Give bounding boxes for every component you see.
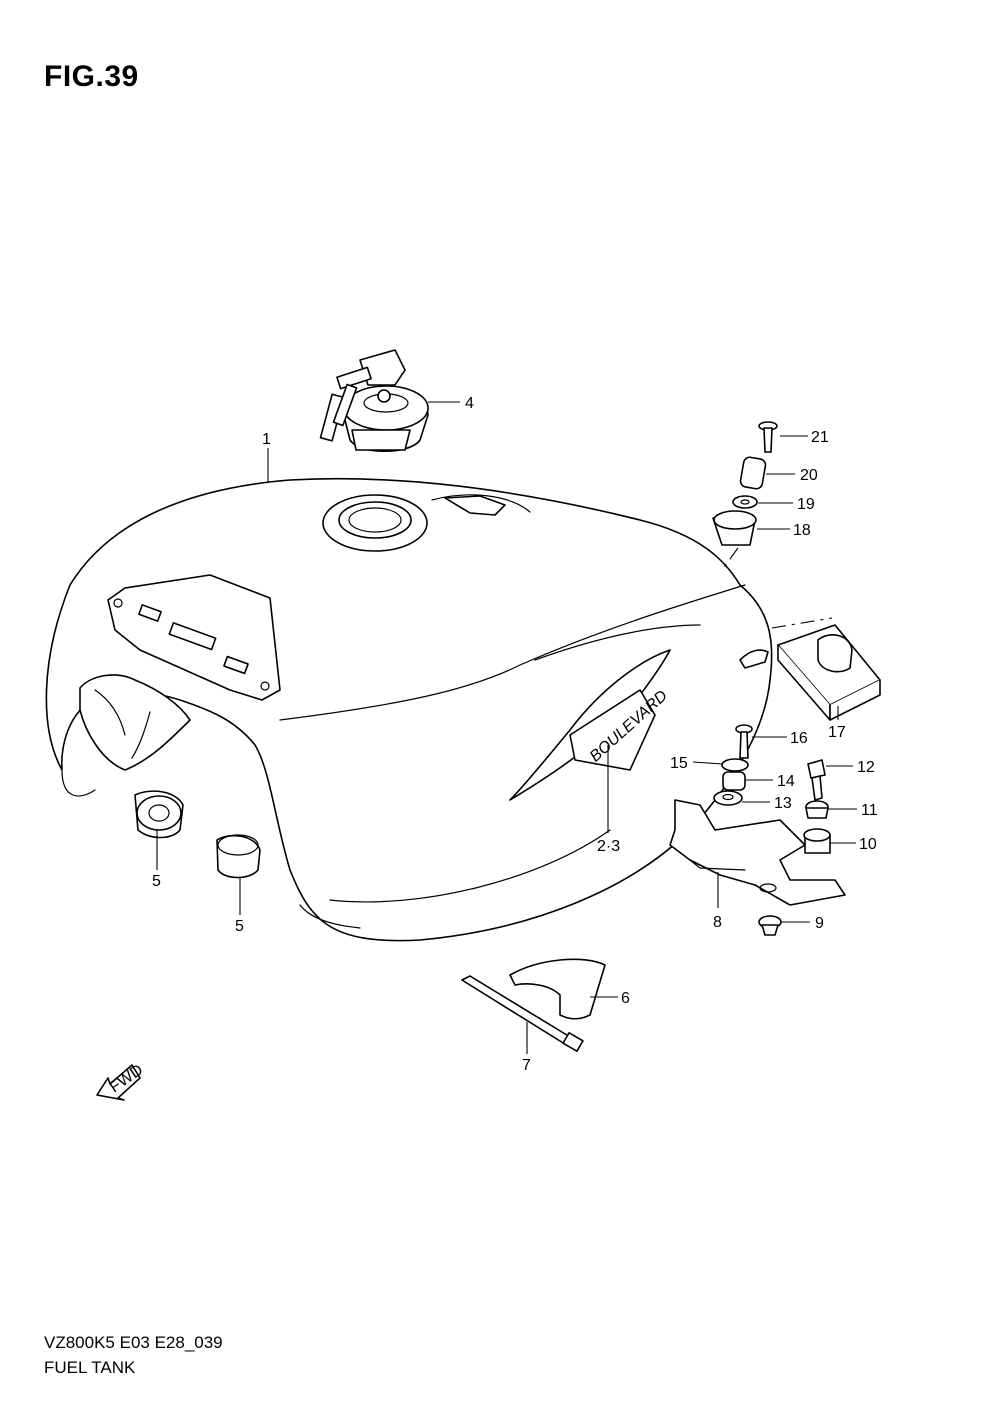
collar-14 xyxy=(722,771,746,791)
callout-7: 7 xyxy=(522,1057,531,1074)
callout-9: 9 xyxy=(815,915,824,932)
callout-6: 6 xyxy=(621,990,630,1007)
callout-12: 12 xyxy=(857,759,875,776)
callout-4: 4 xyxy=(465,395,474,412)
callout-14: 14 xyxy=(777,773,795,790)
callout-17: 17 xyxy=(828,724,846,741)
callout-5b: 5 xyxy=(235,918,244,935)
callout-15: 15 xyxy=(670,755,688,772)
callout-18: 18 xyxy=(793,522,811,539)
rubber-saddle xyxy=(509,958,606,1020)
callout-19: 19 xyxy=(797,496,815,513)
callout-5a: 5 xyxy=(152,873,161,890)
callout-11: 11 xyxy=(861,802,878,819)
callout-21: 21 xyxy=(811,429,829,446)
callout-1: 1 xyxy=(262,431,271,448)
cable-tie xyxy=(461,975,584,1052)
fwd-arrow-icon: FWD xyxy=(96,1061,146,1101)
fuel-tank: BOULEVARD xyxy=(45,477,773,942)
cushion-10 xyxy=(803,828,831,854)
tank-emblem: BOULEVARD xyxy=(509,649,671,801)
cushion-18 xyxy=(712,510,757,546)
leader-lines xyxy=(156,401,857,1054)
callout-8: 8 xyxy=(713,914,722,931)
callout-10: 10 xyxy=(859,836,877,853)
model-code: VZ800K5 E03 E28_039 xyxy=(44,1333,223,1352)
callout-20: 20 xyxy=(800,467,818,484)
washer-19 xyxy=(732,495,758,509)
bolt-9 xyxy=(758,915,782,936)
bolt-21 xyxy=(758,421,778,453)
bolt-12 xyxy=(807,759,826,801)
washer-15 xyxy=(721,758,749,772)
callout-13: 13 xyxy=(774,795,792,812)
mount-plate-17 xyxy=(777,624,881,721)
fuel-cap xyxy=(319,349,429,453)
bolt-16 xyxy=(735,724,753,759)
collar-20 xyxy=(739,456,767,490)
callout-16: 16 xyxy=(790,730,808,747)
bracket-8 xyxy=(669,799,846,906)
cushion-large xyxy=(134,790,184,839)
grommet-13 xyxy=(713,790,743,806)
nut-11 xyxy=(805,800,829,819)
callout-labels: 1 2·3 4 5 5 6 7 8 9 10 11 12 13 14 15 16… xyxy=(152,395,878,1074)
section-name: FUEL TANK xyxy=(44,1358,136,1377)
cushion-small xyxy=(216,834,261,879)
figure-title: FIG.39 xyxy=(44,60,139,93)
callout-2-3: 2·3 xyxy=(597,838,620,855)
